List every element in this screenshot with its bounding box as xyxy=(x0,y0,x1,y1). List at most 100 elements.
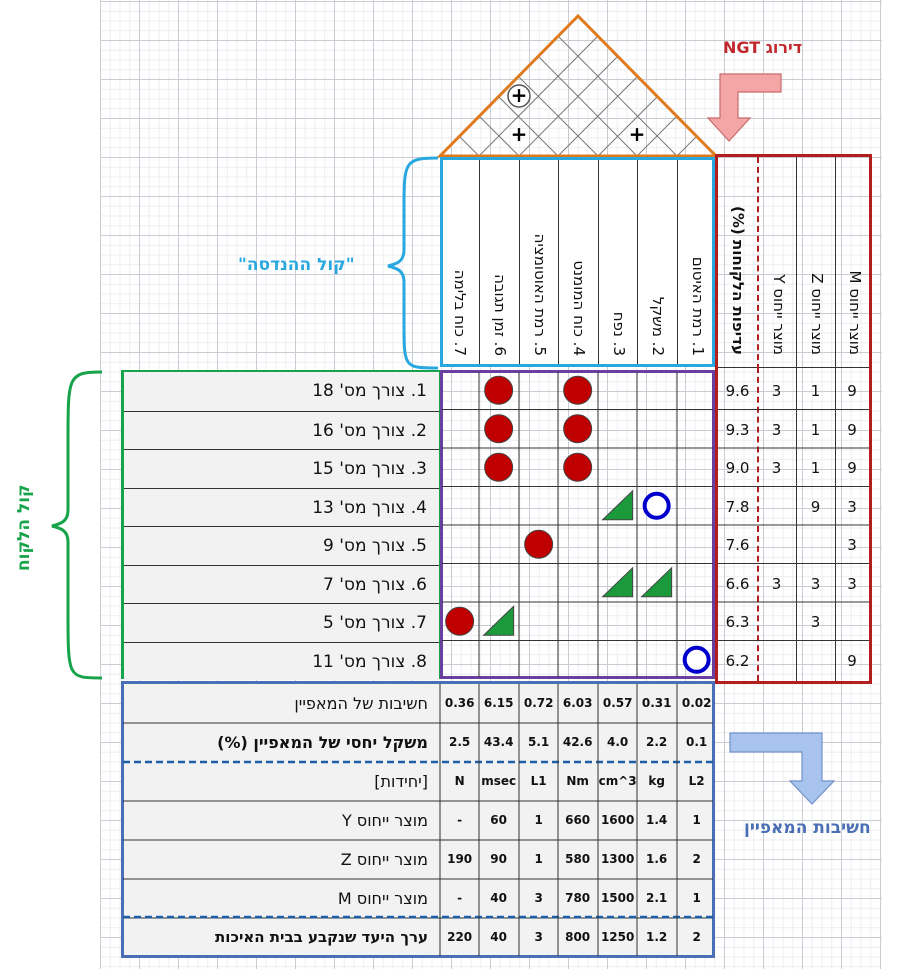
need-z-value: 3 xyxy=(810,574,821,593)
bottom-cell: 1 xyxy=(534,852,543,866)
bottom-cell: L1 xyxy=(530,774,547,788)
priority-col-divider xyxy=(835,367,836,681)
bottom-row-label: משקל יחסי של המאפיין (%) xyxy=(217,733,428,752)
need-m-value xyxy=(835,603,869,642)
weak-relation-symbol xyxy=(601,489,634,521)
weak-relation-symbol xyxy=(601,566,634,598)
bottom-cell: 1 xyxy=(692,813,701,827)
need-priority-value: 6.6 xyxy=(725,574,750,593)
customer-brace xyxy=(51,370,103,680)
need-label: 6. צורך מס' 7 xyxy=(323,574,427,595)
bottom-cell: 800 xyxy=(565,930,591,944)
bottom-cell: cm^3 xyxy=(598,774,637,788)
characteristic-header-5: 5. רמת האוטומציה xyxy=(519,160,559,364)
bottom-row-label: [יחידות] xyxy=(374,772,428,791)
strong-relation-symbol xyxy=(484,452,514,482)
need-row: 4. צורך מס' 13 xyxy=(124,487,439,526)
bottom-cell: 1.4 xyxy=(646,813,668,827)
characteristic-header-1: 1. רמת האיטום xyxy=(677,160,717,364)
correlation-plus-1: + xyxy=(511,83,528,107)
bottom-cell: - xyxy=(457,891,463,905)
need-y-value: 3 xyxy=(771,420,782,439)
need-priority-value: 7.6 xyxy=(725,536,750,554)
need-y-value: 3 xyxy=(771,574,782,593)
need-z-value xyxy=(796,526,835,565)
engineering-brace xyxy=(387,156,439,370)
priority-header-divider xyxy=(718,367,869,368)
bottom-cell: 60 xyxy=(490,813,507,827)
bottom-cell: 1 xyxy=(692,891,701,905)
need-m-value: 3 xyxy=(847,497,857,516)
bottom-cell: 660 xyxy=(565,813,591,827)
need-row: 5. צורך מס' 9 xyxy=(124,526,439,565)
bottom-cell: 1600 xyxy=(600,813,635,827)
priority-dashed-divider xyxy=(757,367,759,681)
bottom-cell: 43.4 xyxy=(483,735,514,749)
need-m-value: 9 xyxy=(847,459,857,477)
bottom-cell: 3 xyxy=(534,930,543,944)
priority-header-2: מוצר ייחוס Z xyxy=(796,157,836,370)
strong-relation-symbol xyxy=(484,414,514,444)
bottom-cell: 0.57 xyxy=(602,696,633,710)
engineering-voice-label: "קול ההנדסה" xyxy=(238,255,355,275)
need-y-value xyxy=(757,603,796,642)
medium-relation-symbol xyxy=(642,491,671,520)
bottom-cell: 0.72 xyxy=(523,696,554,710)
need-y-value: 3 xyxy=(771,459,782,477)
bottom-cell: 2.5 xyxy=(449,735,471,749)
need-y-value xyxy=(757,526,796,565)
need-z-value: 9 xyxy=(810,497,821,516)
need-m-value: 9 xyxy=(847,382,857,400)
strong-relation-symbol xyxy=(445,606,475,636)
bottom-cell: 1.6 xyxy=(646,852,668,866)
need-row: 3. צורך מס' 15 xyxy=(124,449,439,488)
priority-header-1: מוצר ייחוס Y xyxy=(757,157,798,370)
importance-arrow-icon xyxy=(729,732,836,805)
bottom-section-box xyxy=(121,681,715,958)
need-priority-value: 9.6 xyxy=(725,382,750,400)
bottom-cell: N xyxy=(454,774,465,788)
need-y-value xyxy=(757,488,796,527)
strong-relation-symbol xyxy=(563,452,593,482)
bottom-cell: Nm xyxy=(566,774,589,788)
bottom-row-label: חשיבות של המאפיין xyxy=(294,694,428,713)
need-z-value: 1 xyxy=(810,420,821,439)
need-y-value xyxy=(757,642,796,681)
need-z-value: 1 xyxy=(810,382,821,400)
bottom-cell: 6.15 xyxy=(483,696,514,710)
need-z-value xyxy=(796,642,835,681)
bottom-cell: 1300 xyxy=(600,852,635,866)
roof-correlation-symbols: + + + xyxy=(507,83,645,146)
bottom-cell: kg xyxy=(648,774,665,788)
need-m-value: 9 xyxy=(847,651,857,670)
weak-relation-symbol xyxy=(482,605,515,636)
bottom-cell: 3 xyxy=(534,891,543,905)
need-row: 8. צורך מס' 11 xyxy=(124,641,439,680)
need-label: 5. צורך מס' 9 xyxy=(323,536,427,556)
need-label: 2. צורך מס' 16 xyxy=(312,420,427,441)
bottom-row-label: מוצר ייחוס Z xyxy=(340,850,428,869)
bottom-row-label: מוצר ייחוס M xyxy=(337,889,428,908)
need-label: 7. צורך מס' 5 xyxy=(323,613,427,633)
bottom-cell: 580 xyxy=(565,852,591,866)
medium-relation-symbol xyxy=(682,645,711,674)
need-label: 4. צורך מס' 13 xyxy=(312,497,427,518)
bottom-cell: 1 xyxy=(534,813,543,827)
need-m-value: 3 xyxy=(847,574,857,593)
need-label: 8. צורך מס' 11 xyxy=(312,651,427,672)
need-label: 3. צורך מס' 15 xyxy=(312,459,427,479)
bottom-cell: 6.03 xyxy=(562,696,593,710)
bottom-cell: 780 xyxy=(565,891,591,905)
bottom-cell: 0.36 xyxy=(444,696,475,710)
need-y-value: 3 xyxy=(771,382,782,400)
need-row: 2. צורך מס' 16 xyxy=(124,410,439,449)
importance-label: חשיבות המאפיין xyxy=(744,818,871,838)
bottom-cell: 190 xyxy=(447,852,473,866)
bottom-cell: 0.1 xyxy=(686,735,708,749)
bottom-cell: 5.1 xyxy=(528,735,550,749)
bottom-cell: 1250 xyxy=(600,930,635,944)
